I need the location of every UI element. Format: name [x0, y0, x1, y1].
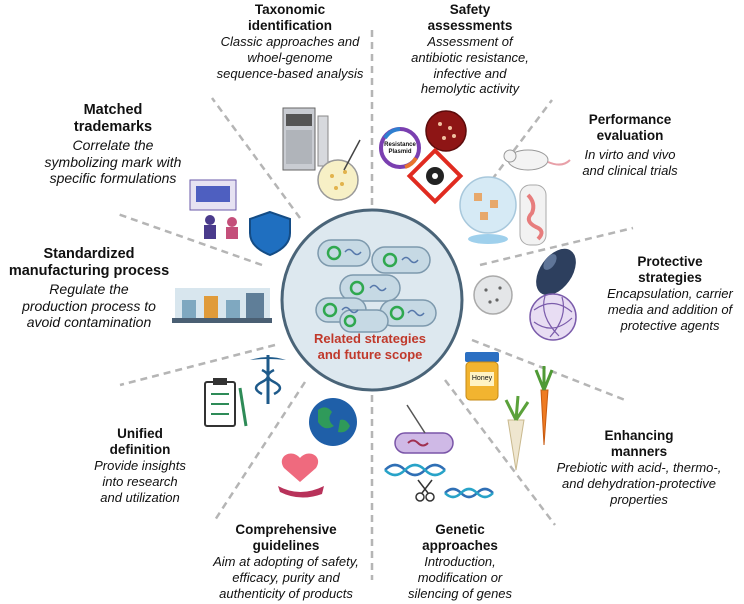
block-taxonomic: Taxonomic identification Classic approac…	[216, 2, 364, 81]
block-guidelines: Comprehensive guidelines Aim at adopting…	[213, 522, 359, 601]
divider-right-lower	[471, 338, 626, 402]
honey-label: Honey	[471, 375, 493, 382]
organoid-sphere-icon	[459, 176, 517, 244]
carrot-icon	[534, 366, 554, 446]
divider-lower-left	[213, 381, 307, 521]
shield-icon	[249, 210, 291, 257]
biohazard-warning-icon	[406, 147, 464, 205]
bacteria-dna	[341, 248, 425, 317]
bacterium	[339, 309, 389, 333]
lab-rat-icon	[503, 149, 571, 171]
block-enhancing: Enhancing manners Prebiotic with acid-, …	[556, 428, 722, 507]
bacteria-nuclei	[322, 245, 405, 328]
globe-icon	[309, 398, 357, 446]
bacterium	[371, 246, 431, 274]
block-trademarks: Matched trademarks Correlate the symboli…	[44, 102, 182, 187]
divider-left-upper	[114, 211, 263, 267]
block-safety: Safety assessments Assessment of antibio…	[411, 2, 529, 97]
parsnip-icon	[504, 395, 530, 471]
clipboard-checklist-icon	[204, 378, 248, 427]
block-unified: Unified definition Provide insights into…	[94, 426, 186, 505]
bacterium	[317, 239, 371, 267]
petri-dish-icon	[317, 139, 361, 201]
caduceus-icon	[250, 355, 286, 404]
divider-left-lower	[119, 343, 276, 387]
plasmid-label: Resistance Plasmid	[384, 142, 416, 155]
blood-agar-plate-icon	[425, 110, 467, 152]
fiber-ball-icon	[529, 293, 577, 341]
honey-jar-icon	[465, 352, 499, 401]
plasmid-icon	[379, 127, 421, 169]
block-protective: Protective strategies Encapsulation, car…	[607, 254, 733, 333]
divider-lower-right	[444, 379, 556, 526]
divider-right-upper	[479, 226, 634, 267]
dna-strand-icon	[384, 463, 494, 499]
carrier-bead-icon	[473, 275, 513, 315]
sequencer-machine-icon	[282, 107, 329, 171]
factory-production-line-icon	[172, 288, 272, 323]
center-title: Related strategies and future scope	[314, 331, 426, 363]
heart-in-hand-icon	[278, 453, 324, 498]
center-circle	[280, 208, 464, 392]
capsule-icon	[536, 248, 576, 296]
gel-electrophoresis-icon	[394, 404, 454, 454]
digestive-system-icon	[519, 184, 547, 246]
divider-upper-left	[210, 97, 302, 219]
scissors-icon	[415, 479, 435, 502]
block-manufacturing: Standardized manufacturing process Regul…	[8, 246, 170, 331]
block-genetic: Genetic approaches Introduction, modific…	[407, 522, 513, 601]
block-performance: Performance evaluation In virto and vivo…	[582, 112, 678, 178]
office-workers-icon	[189, 179, 238, 239]
